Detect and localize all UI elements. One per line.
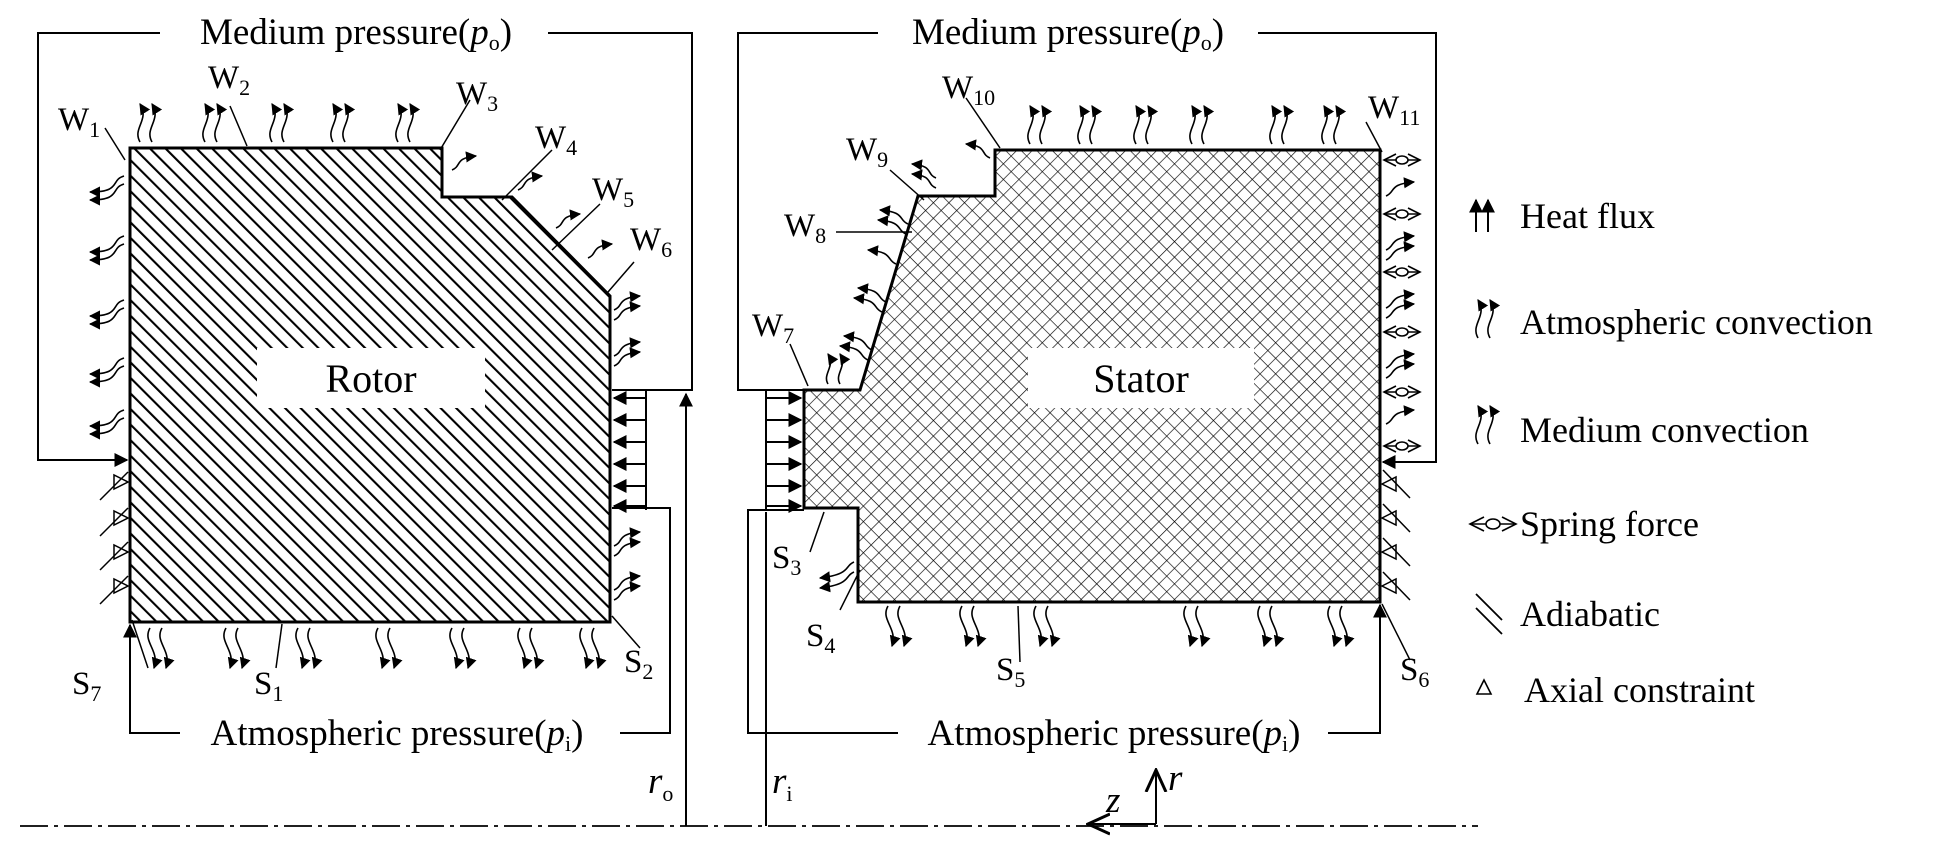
stator-atmospheric-pressure-label: Atmospheric pressure(pi) xyxy=(928,713,1301,756)
stator-medium-convection-left xyxy=(825,205,909,385)
legend-atmospheric-convection: Atmospheric convection xyxy=(1520,302,1873,342)
label-S2: S2 xyxy=(624,644,653,684)
legend-axial-constraint-icon xyxy=(1475,678,1493,695)
label-S5: S5 xyxy=(996,652,1025,692)
label-W9: W9 xyxy=(846,132,888,172)
stator-spring-forces xyxy=(1382,153,1422,453)
label-W11: W11 xyxy=(1368,90,1420,130)
legend-adiabatic: Adiabatic xyxy=(1520,594,1660,634)
legend-axial-constraint: Axial constraint xyxy=(1524,670,1755,710)
stator-medium-pressure-boundary-right xyxy=(1258,32,1437,469)
rotor-atmospheric-convection xyxy=(147,527,642,670)
legend-medium-convection: Medium convection xyxy=(1520,410,1809,450)
label-W3: W3 xyxy=(456,76,498,116)
stator-pressure-arrows xyxy=(765,390,803,513)
label-W5: W5 xyxy=(592,172,634,212)
label-S3: S3 xyxy=(772,540,801,580)
stator-label: Stator xyxy=(1093,356,1189,401)
stator-atmospheric-boundary-left xyxy=(747,509,898,734)
rotor-label-box xyxy=(257,348,485,408)
stator-atmospheric-boundary-right xyxy=(1328,603,1387,734)
legend-atmospheric-convection-icon xyxy=(1475,299,1501,339)
stator-atmospheric-convection xyxy=(818,561,1355,648)
rotor-medium-convection-right xyxy=(613,291,642,367)
rotor-medium-pressure-label: Medium pressure(po) xyxy=(200,12,512,55)
legend-adiabatic-icon xyxy=(1475,593,1503,635)
label-W7: W7 xyxy=(752,308,794,348)
r-axis-label: r xyxy=(1168,758,1183,799)
label-W8: W8 xyxy=(784,208,826,248)
rotor-axial-constraints xyxy=(99,471,130,605)
z-axis-label: z xyxy=(1105,780,1120,821)
legend: Heat flux Atmospheric convection Medium … xyxy=(1468,196,1873,710)
stator-medium-pressure-label: Medium pressure(po) xyxy=(912,12,1224,55)
legend-medium-convection-icon xyxy=(1475,405,1501,445)
rotor-atmospheric-pressure-label: Atmospheric pressure(pi) xyxy=(211,713,584,756)
stator-medium-pressure-boundary xyxy=(737,32,878,391)
stator-medium-convection-top xyxy=(910,105,1347,189)
rotor-medium-convection-left xyxy=(88,175,125,440)
label-W1: W1 xyxy=(58,102,100,142)
label-S7: S7 xyxy=(72,666,101,706)
label-W10: W10 xyxy=(942,70,995,110)
stator-label-box xyxy=(1028,348,1254,408)
stator-adiabatic-marks xyxy=(1382,469,1411,601)
legend-heat-flux-icon xyxy=(1469,198,1495,232)
legend-spring-force-icon xyxy=(1468,516,1518,532)
rotor-pressure-arrows xyxy=(612,390,647,513)
legend-spring-force: Spring force xyxy=(1520,504,1699,544)
label-W4: W4 xyxy=(535,120,577,160)
stator-axial-constraints xyxy=(1380,475,1397,595)
rotor-atmospheric-boundary-right xyxy=(612,507,671,734)
rotor-label: Rotor xyxy=(325,356,416,401)
rotor-medium-pressure-boundary-right xyxy=(548,32,693,391)
ri-label: ri xyxy=(772,761,793,806)
rotor-medium-convection-top xyxy=(137,103,614,259)
ro-label: ro xyxy=(648,761,673,806)
label-S6: S6 xyxy=(1400,652,1429,692)
label-W6: W6 xyxy=(630,222,672,262)
label-S1: S1 xyxy=(254,666,283,706)
rotor-atmospheric-pressure-boundary xyxy=(123,623,180,734)
legend-heat-flux: Heat flux xyxy=(1520,196,1655,236)
stator-medium-convection-right xyxy=(1385,177,1416,425)
label-S4: S4 xyxy=(806,618,835,658)
rotor-medium-pressure-boundary xyxy=(37,32,160,467)
label-W2: W2 xyxy=(208,60,250,100)
